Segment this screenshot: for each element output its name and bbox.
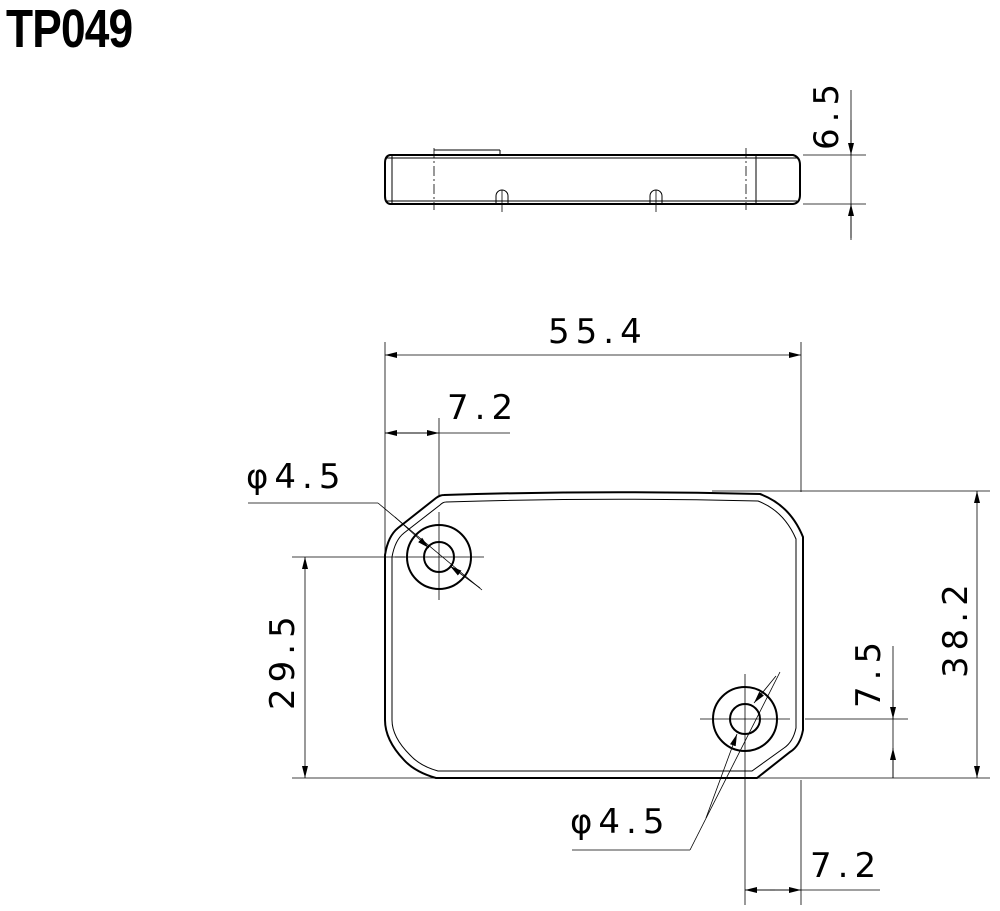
part-number-title: TP049 [6,0,133,59]
right-hole-x-dimension: 7.2 [744,766,882,905]
thickness-label: 6.5 [807,78,847,150]
left-hole-x-label: 7.2 [447,388,519,428]
cover-outline [384,491,804,779]
left-hole-diameter-label: φ4.5 [246,457,347,497]
right-hole-x-label: 7.2 [810,846,882,886]
right-hole-y-label: 7.5 [849,636,889,708]
overall-width-label: 55.4 [548,312,648,352]
overall-height-label: 38.2 [936,578,976,678]
left-hole-x-dimension: 7.2 [385,388,519,497]
right-mounting-hole [700,674,790,766]
left-hole-y-label: 29.5 [263,610,303,710]
right-hole-diameter-label: φ4.5 [570,802,671,842]
top-view [384,491,804,779]
thickness-dimension: 6.5 [803,78,866,240]
left-hole-diameter-callout: φ4.5 [246,457,483,591]
right-hole-y-dimension: 7.5 [805,636,908,778]
right-hole-diameter-callout: φ4.5 [570,671,781,851]
left-hole-y-dimension: 29.5 [263,556,803,779]
side-view [384,148,801,212]
overall-height-dimension: 38.2 [712,490,990,779]
left-mounting-hole [395,512,484,600]
overall-width-dimension: 55.4 [384,312,802,552]
